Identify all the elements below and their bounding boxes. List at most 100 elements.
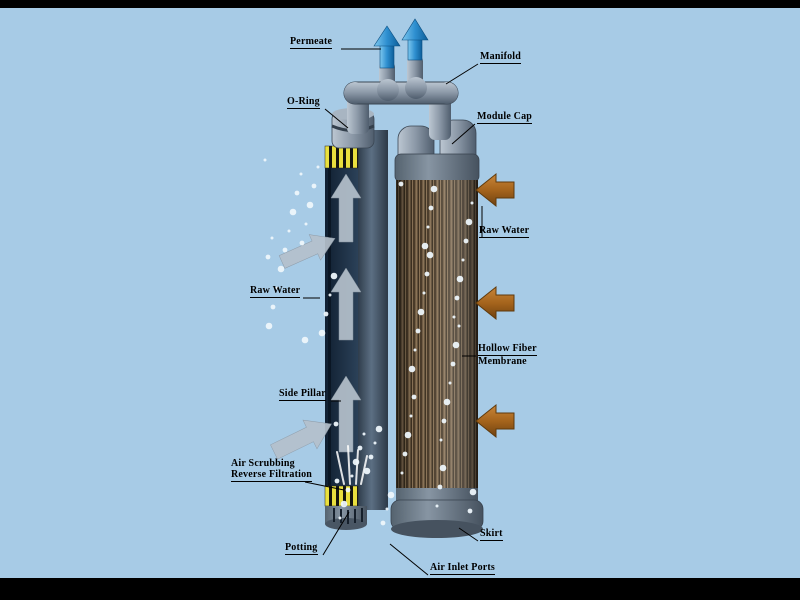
- hollow-fiber-bundle: [396, 180, 478, 488]
- bubble: [299, 172, 303, 176]
- label-air-scrubbing-line2: Reverse Filtration: [231, 469, 313, 482]
- bubble: [375, 425, 383, 433]
- label-air-inlet-ports: Air Inlet Ports: [430, 562, 496, 575]
- bubble: [413, 348, 417, 352]
- bubble: [282, 247, 288, 253]
- bubble: [400, 471, 404, 475]
- bubble: [304, 222, 308, 226]
- bubble: [289, 208, 297, 216]
- flow-arrows: [270, 173, 362, 460]
- bubble: [270, 304, 276, 310]
- label-o-ring: O-Ring: [287, 96, 320, 109]
- bubble: [456, 275, 464, 283]
- bubble: [352, 458, 360, 466]
- bubble: [415, 328, 421, 334]
- bubble: [318, 329, 326, 337]
- bubble: [404, 431, 412, 439]
- bubble: [421, 242, 429, 250]
- bubble: [338, 516, 342, 520]
- bubble: [426, 225, 430, 229]
- bubble: [357, 445, 363, 451]
- bubble: [465, 218, 473, 226]
- label-air-scrubbing: Air Scrubbing Reverse Filtration: [231, 458, 313, 482]
- bubble: [424, 271, 430, 277]
- bubble: [439, 464, 447, 472]
- bubble: [422, 291, 426, 295]
- up-flow-arrow-icon: [330, 267, 362, 341]
- bubble: [435, 504, 439, 508]
- right-module: [390, 119, 484, 538]
- bubble: [275, 286, 279, 290]
- label-side-pillar: Side Pillar: [279, 388, 326, 401]
- bubble: [469, 488, 477, 496]
- bubble: [387, 491, 395, 499]
- air-inlet-ports: [333, 508, 363, 524]
- bubble: [363, 467, 371, 475]
- manifold: [343, 56, 459, 140]
- label-module-cap: Module Cap: [477, 111, 533, 124]
- bubble: [340, 500, 348, 508]
- label-raw-water-right: Raw Water: [479, 225, 530, 238]
- bubble: [330, 272, 338, 280]
- label-hollow-fiber-membrane: Hollow Fiber Membrane: [478, 343, 537, 367]
- bubble: [467, 508, 473, 514]
- bubble: [368, 454, 374, 460]
- bubble: [306, 201, 314, 209]
- bubble: [417, 308, 425, 316]
- raw-water-arrows: [475, 172, 515, 439]
- bubble: [333, 421, 339, 427]
- label-hollow-fiber-line1: Hollow Fiber: [478, 343, 537, 356]
- bubble: [270, 236, 274, 240]
- label-hollow-fiber-line2: Membrane: [478, 356, 527, 367]
- bubble: [385, 507, 389, 511]
- bubble: [430, 185, 438, 193]
- label-manifold: Manifold: [480, 51, 522, 64]
- up-flow-arrow-icon: [330, 173, 362, 243]
- up-flow-arrow-icon: [330, 375, 362, 453]
- bubble: [448, 381, 452, 385]
- label-raw-water-left: Raw Water: [250, 285, 301, 298]
- label-air-scrubbing-line1: Air Scrubbing: [231, 458, 295, 469]
- bubble: [350, 474, 354, 478]
- bubble: [299, 240, 305, 246]
- module-shell: [358, 130, 388, 510]
- bottom-bar: [0, 578, 800, 600]
- bubble: [373, 441, 377, 445]
- bubble: [452, 315, 456, 319]
- skirt: [390, 499, 484, 538]
- bubble: [452, 341, 460, 349]
- bubble: [411, 394, 417, 400]
- label-skirt: Skirt: [480, 528, 503, 541]
- bubble: [463, 238, 469, 244]
- bubble: [334, 478, 340, 484]
- permeate-arrows: [373, 18, 429, 69]
- raw-water-arrow-icon: [475, 403, 515, 439]
- bubble: [454, 295, 460, 301]
- raw-water-arrow-icon: [475, 172, 515, 208]
- inlet-flow-arrow-icon: [270, 419, 332, 460]
- permeate-arrow-icon: [373, 25, 401, 69]
- bottom-rim: [325, 518, 367, 530]
- top-potting-band: [324, 145, 359, 169]
- raw-water-arrow-icon: [475, 285, 515, 321]
- bubble: [461, 258, 465, 262]
- label-permeate: Permeate: [290, 36, 333, 49]
- bubble: [439, 438, 443, 442]
- bubble: [263, 158, 267, 162]
- bubbles: [263, 158, 477, 526]
- bubble: [277, 265, 285, 273]
- label-potting: Potting: [285, 542, 318, 555]
- bubble: [457, 324, 461, 328]
- bubble: [265, 254, 271, 260]
- bubble: [398, 181, 404, 187]
- bubble: [426, 251, 434, 259]
- connector-lines: [303, 48, 483, 576]
- permeate-arrow-icon: [401, 18, 429, 61]
- bubble: [345, 487, 351, 493]
- bubble: [428, 205, 434, 211]
- bubble: [443, 398, 451, 406]
- bubble: [409, 414, 413, 418]
- top-bar: [0, 0, 800, 8]
- bubble: [316, 165, 320, 169]
